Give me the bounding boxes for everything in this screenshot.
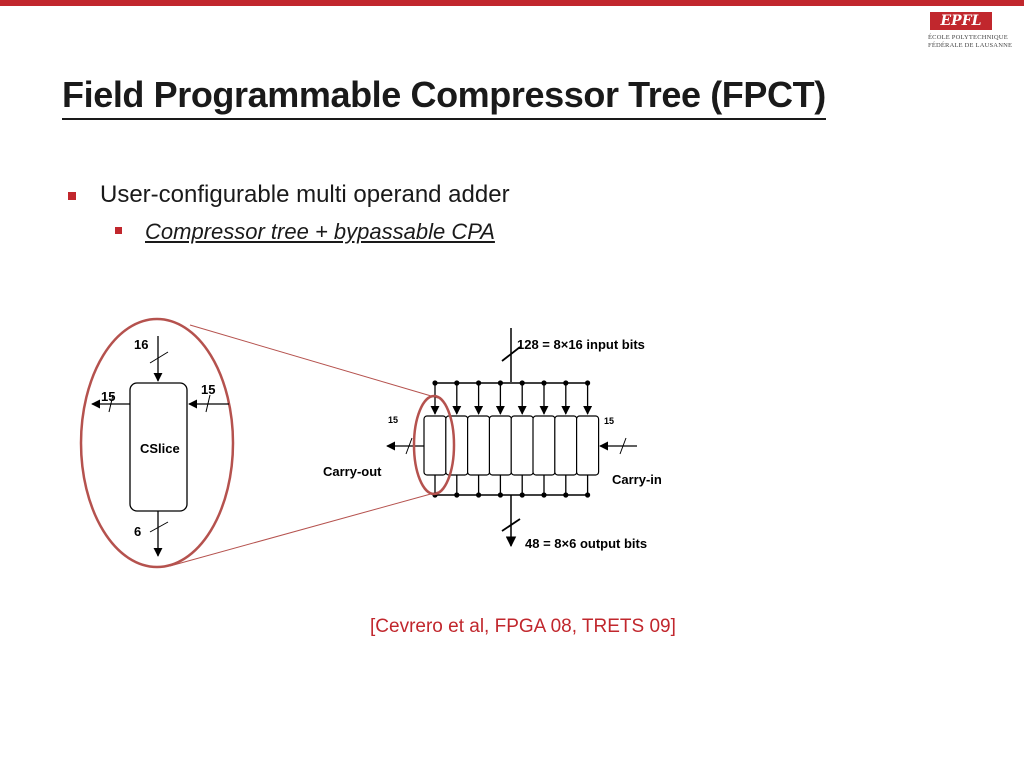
bullet-level-2: Compressor tree + bypassable CPA: [145, 219, 495, 244]
epfl-logo: EPFL ÉCOLE POLYTECHNIQUE FÉDÉRALE DE LAU…: [924, 12, 1014, 52]
array-slice-8: [575, 415, 600, 476]
array-carry-out-tick: [405, 437, 413, 455]
array-slice-1: [423, 415, 447, 476]
cslice-carry-in-tick: [205, 394, 211, 413]
array-carry-out-label: Carry-out: [323, 464, 382, 479]
array-slice-6: [532, 415, 556, 476]
bullet-level-1: User-configurable multi operand adder: [100, 181, 510, 208]
cslice-output-tick: [149, 521, 169, 533]
array-right-bits: 15: [604, 416, 614, 426]
array-input-taps: [430, 380, 593, 415]
cslice-input-tick: [149, 351, 169, 364]
logo-line-1: ÉCOLE POLYTECHNIQUE: [928, 34, 1008, 41]
bullet-marker-2: [115, 227, 122, 234]
array-slice-7: [554, 415, 578, 476]
array-left-bits: 15: [388, 415, 398, 425]
array-output-taps: [432, 475, 591, 498]
logo-line-2: FÉDÉRALE DE LAUSANNE: [928, 42, 1013, 49]
cslice-bottom-bits: 6: [134, 524, 141, 539]
cslice-carry-out-tick: [108, 394, 114, 413]
cslice-right-bits: 15: [201, 382, 215, 397]
logo-mark: EPFL: [930, 12, 992, 30]
cslice-label: CSlice: [140, 441, 180, 456]
highlight-ellipse: [412, 394, 456, 496]
array-slice-3: [467, 415, 491, 476]
array-slice-4: [488, 415, 512, 476]
zoom-line-bottom: [169, 491, 439, 567]
citation: [Cevrero et al, FPGA 08, TRETS 09]: [370, 616, 676, 637]
array-slices: [423, 415, 600, 476]
zoom-ellipse: [79, 317, 235, 569]
slide-title: Field Programmable Compressor Tree (FPCT…: [62, 72, 826, 120]
array-input-label: 128 = 8×16 input bits: [517, 337, 645, 352]
array-carry-in-label: Carry-in: [612, 472, 662, 487]
array-carry-in-tick: [619, 437, 627, 455]
cslice-top-bits: 16: [134, 337, 148, 352]
array-output-label: 48 = 8×6 output bits: [525, 536, 647, 551]
array-slice-2: [445, 415, 469, 476]
zoom-line-top: [189, 324, 439, 399]
array-input-tick: [501, 346, 521, 362]
bullet-marker-1: [68, 192, 76, 200]
array-slice-5: [510, 415, 534, 476]
output-tap-dot-8: [585, 492, 591, 498]
cslice-left-bits: 15: [101, 389, 115, 404]
top-accent-bar: [0, 0, 1024, 6]
array-output-tick: [501, 518, 521, 532]
